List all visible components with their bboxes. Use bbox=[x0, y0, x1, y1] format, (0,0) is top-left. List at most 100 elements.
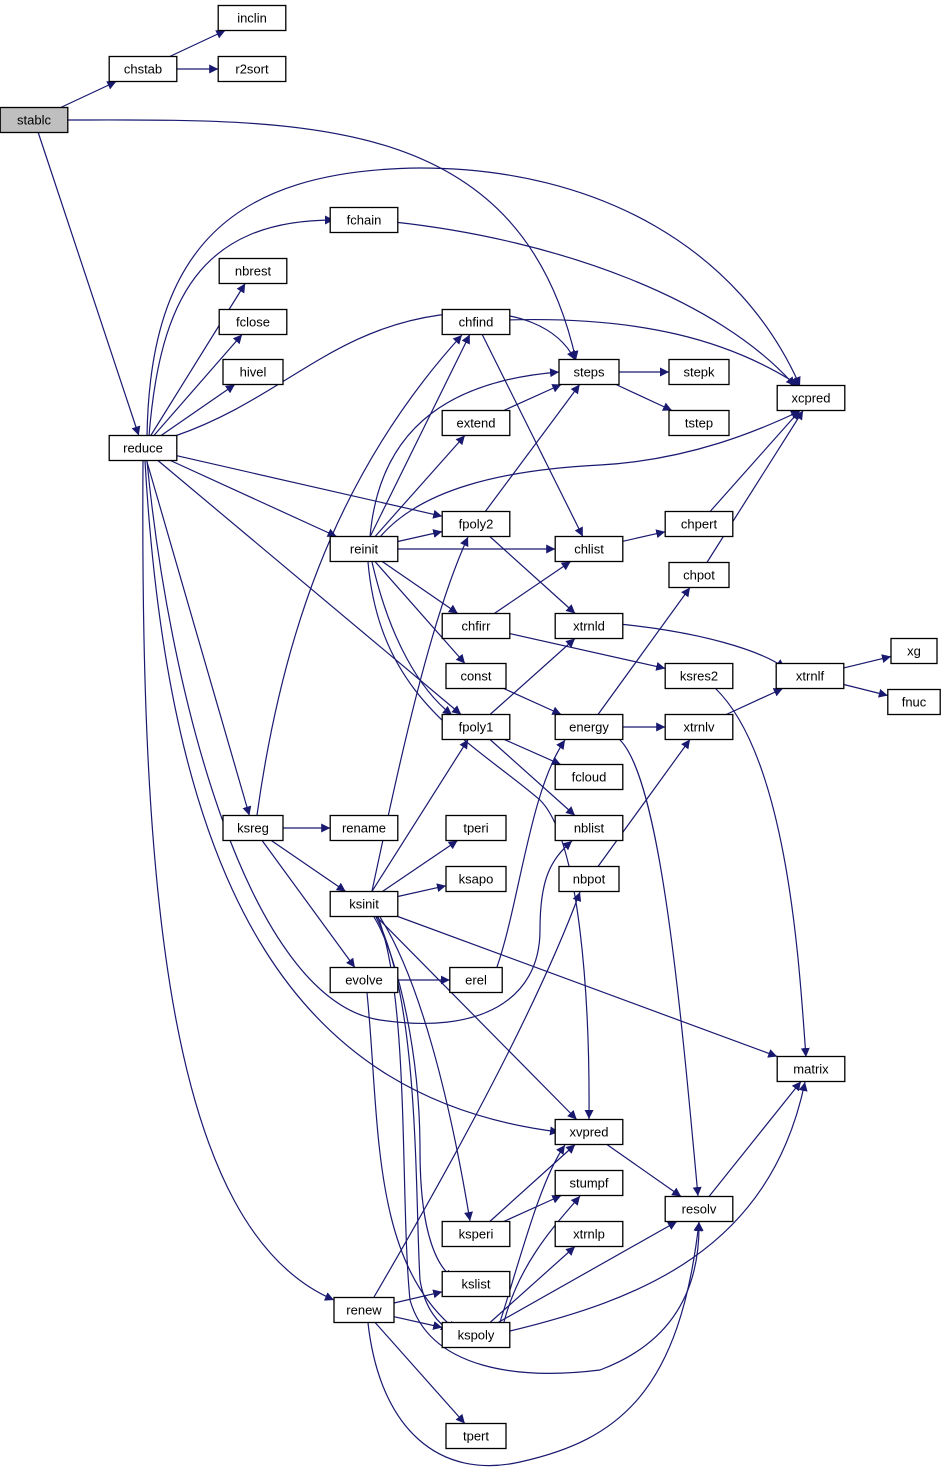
node-box[interactable] bbox=[441, 713, 511, 741]
node-box[interactable] bbox=[554, 1169, 624, 1197]
node-erel[interactable]: erel bbox=[449, 966, 503, 994]
node-xg[interactable]: xg bbox=[890, 637, 938, 665]
node-chpert[interactable]: chpert bbox=[664, 510, 734, 538]
node-chstab[interactable]: chstab bbox=[108, 55, 178, 83]
node-stablc[interactable]: stablc bbox=[0, 106, 69, 134]
node-inclin[interactable]: inclin bbox=[217, 4, 287, 32]
node-ksapo[interactable]: ksapo bbox=[445, 865, 507, 893]
node-kslist[interactable]: kslist bbox=[441, 1270, 511, 1298]
node-xtrnlf[interactable]: xtrnlf bbox=[775, 662, 845, 690]
node-box[interactable] bbox=[0, 106, 69, 134]
node-nbpot[interactable]: nbpot bbox=[558, 865, 620, 893]
node-box[interactable] bbox=[441, 612, 511, 640]
node-reduce[interactable]: reduce bbox=[108, 434, 178, 462]
node-box[interactable] bbox=[664, 713, 734, 741]
node-box[interactable] bbox=[222, 814, 284, 842]
node-box[interactable] bbox=[554, 713, 624, 741]
node-steps[interactable]: steps bbox=[558, 358, 620, 386]
node-box[interactable] bbox=[441, 409, 511, 437]
node-rename[interactable]: rename bbox=[329, 814, 399, 842]
node-box[interactable] bbox=[329, 966, 399, 994]
node-ksinit[interactable]: ksinit bbox=[329, 890, 399, 918]
node-box[interactable] bbox=[329, 535, 399, 563]
node-box[interactable] bbox=[664, 1195, 734, 1223]
node-chfind[interactable]: chfind bbox=[441, 308, 511, 336]
node-stepk[interactable]: stepk bbox=[668, 358, 730, 386]
node-hivel[interactable]: hivel bbox=[222, 358, 284, 386]
node-xtrnlp[interactable]: xtrnlp bbox=[554, 1220, 624, 1248]
node-box[interactable] bbox=[668, 409, 730, 437]
node-box[interactable] bbox=[441, 308, 511, 336]
node-box[interactable] bbox=[664, 510, 734, 538]
node-box[interactable] bbox=[445, 662, 507, 690]
node-box[interactable] bbox=[554, 1220, 624, 1248]
node-energy[interactable]: energy bbox=[554, 713, 624, 741]
node-box[interactable] bbox=[329, 206, 399, 234]
node-fcloud[interactable]: fcloud bbox=[554, 763, 624, 791]
node-const[interactable]: const bbox=[445, 662, 507, 690]
node-box[interactable] bbox=[554, 814, 624, 842]
node-box[interactable] bbox=[218, 257, 288, 285]
node-nbrest[interactable]: nbrest bbox=[218, 257, 288, 285]
node-box[interactable] bbox=[887, 688, 941, 716]
node-box[interactable] bbox=[776, 384, 846, 412]
node-box[interactable] bbox=[554, 1118, 624, 1146]
node-box[interactable] bbox=[329, 890, 399, 918]
node-fpoly2[interactable]: fpoly2 bbox=[441, 510, 511, 538]
node-renew[interactable]: renew bbox=[333, 1296, 395, 1324]
node-tstep[interactable]: tstep bbox=[668, 409, 730, 437]
node-box[interactable] bbox=[108, 434, 178, 462]
node-box[interactable] bbox=[775, 662, 845, 690]
node-fpoly1[interactable]: fpoly1 bbox=[441, 713, 511, 741]
node-ksres2[interactable]: ksres2 bbox=[664, 662, 734, 690]
node-chlist[interactable]: chlist bbox=[554, 535, 624, 563]
node-box[interactable] bbox=[449, 966, 503, 994]
node-stumpf[interactable]: stumpf bbox=[554, 1169, 624, 1197]
node-box[interactable] bbox=[554, 763, 624, 791]
node-nblist[interactable]: nblist bbox=[554, 814, 624, 842]
node-box[interactable] bbox=[329, 814, 399, 842]
node-r2sort[interactable]: r2sort bbox=[217, 55, 287, 83]
node-reinit[interactable]: reinit bbox=[329, 535, 399, 563]
node-box[interactable] bbox=[333, 1296, 395, 1324]
node-box[interactable] bbox=[217, 4, 287, 32]
node-box[interactable] bbox=[664, 662, 734, 690]
node-tperi[interactable]: tperi bbox=[445, 814, 507, 842]
node-fclose[interactable]: fclose bbox=[218, 308, 288, 336]
node-box[interactable] bbox=[222, 358, 284, 386]
node-box[interactable] bbox=[558, 865, 620, 893]
node-box[interactable] bbox=[445, 865, 507, 893]
node-box[interactable] bbox=[441, 1220, 511, 1248]
node-xtrnld[interactable]: xtrnld bbox=[554, 612, 624, 640]
node-xtrnlv[interactable]: xtrnlv bbox=[664, 713, 734, 741]
node-box[interactable] bbox=[441, 1270, 511, 1298]
node-extend[interactable]: extend bbox=[441, 409, 511, 437]
node-box[interactable] bbox=[554, 612, 624, 640]
node-box[interactable] bbox=[668, 358, 730, 386]
node-xvpred[interactable]: xvpred bbox=[554, 1118, 624, 1146]
node-matrix[interactable]: matrix bbox=[776, 1055, 846, 1083]
node-chpot[interactable]: chpot bbox=[668, 561, 730, 589]
node-box[interactable] bbox=[441, 510, 511, 538]
node-kspoly[interactable]: kspoly bbox=[441, 1321, 511, 1349]
node-box[interactable] bbox=[445, 1422, 507, 1450]
node-box[interactable] bbox=[108, 55, 178, 83]
node-box[interactable] bbox=[445, 814, 507, 842]
node-box[interactable] bbox=[554, 535, 624, 563]
node-box[interactable] bbox=[217, 55, 287, 83]
node-ksperi[interactable]: ksperi bbox=[441, 1220, 511, 1248]
node-box[interactable] bbox=[218, 308, 288, 336]
node-fchain[interactable]: fchain bbox=[329, 206, 399, 234]
node-box[interactable] bbox=[441, 1321, 511, 1349]
node-chfirr[interactable]: chfirr bbox=[441, 612, 511, 640]
node-resolv[interactable]: resolv bbox=[664, 1195, 734, 1223]
node-ksreg[interactable]: ksreg bbox=[222, 814, 284, 842]
node-box[interactable] bbox=[668, 561, 730, 589]
node-fnuc[interactable]: fnuc bbox=[887, 688, 941, 716]
node-box[interactable] bbox=[890, 637, 938, 665]
node-evolve[interactable]: evolve bbox=[329, 966, 399, 994]
node-box[interactable] bbox=[776, 1055, 846, 1083]
node-box[interactable] bbox=[558, 358, 620, 386]
node-tpert[interactable]: tpert bbox=[445, 1422, 507, 1450]
node-xcpred[interactable]: xcpred bbox=[776, 384, 846, 412]
